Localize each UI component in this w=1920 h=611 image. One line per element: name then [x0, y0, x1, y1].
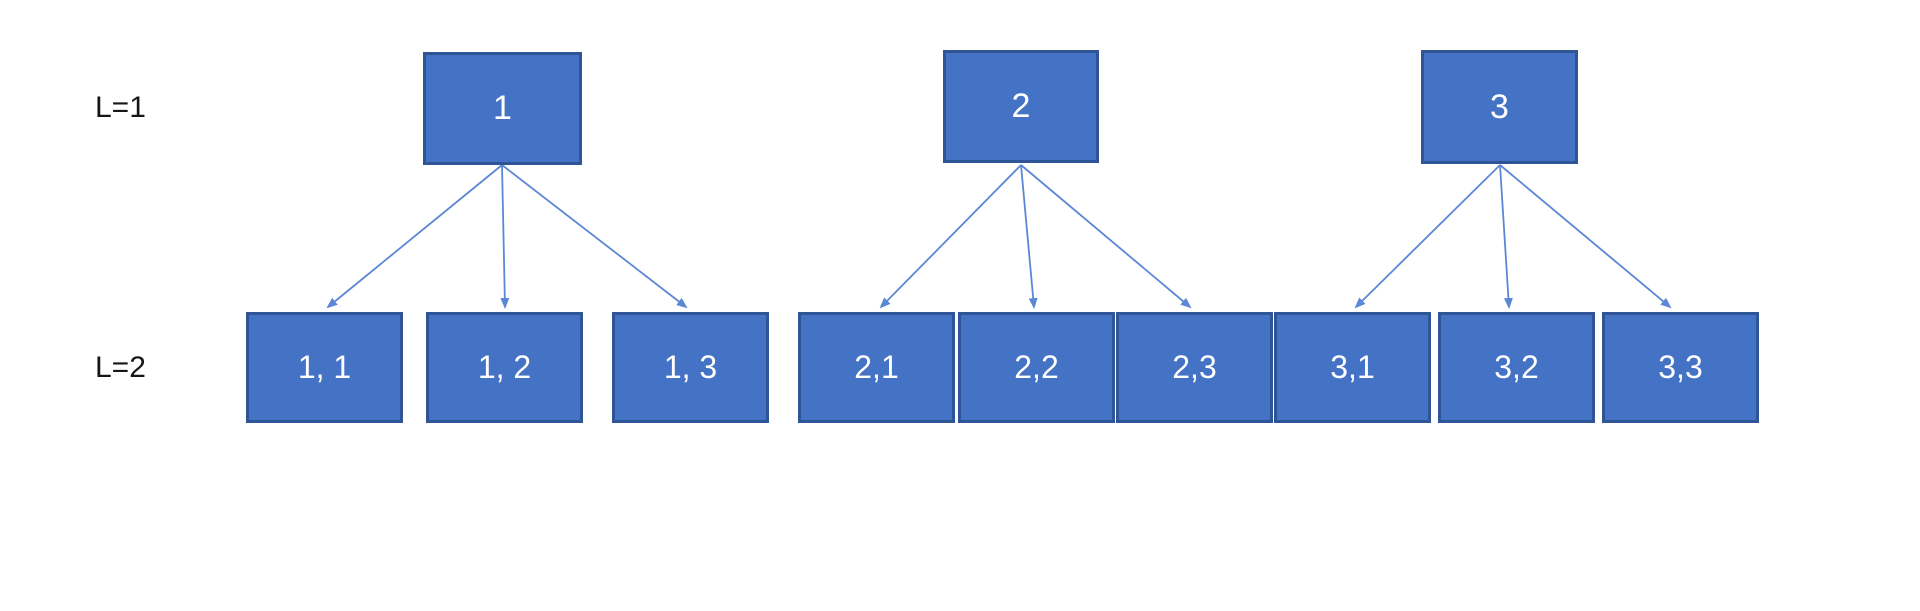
- tree-node-1-3: 1, 3: [612, 312, 769, 423]
- edge-3-to-3-3: [1499, 164, 1672, 309]
- tree-node-2-2: 2,2: [958, 312, 1115, 423]
- tree-node-1-2: 1, 2: [426, 312, 583, 423]
- tree-node-2-3: 2,3: [1116, 312, 1273, 423]
- edge-1-to-1-2: [500, 164, 510, 309]
- tree-node-3-3: 3,3: [1602, 312, 1759, 423]
- tree-node-3-1: 3,1: [1274, 312, 1431, 423]
- edge-1-to-1-1: [326, 164, 503, 309]
- tree-node-2: 2: [943, 50, 1099, 163]
- tree-node-2-1: 2,1: [798, 312, 955, 423]
- edge-2-to-2-1: [879, 164, 1022, 309]
- edge-2-to-2-3: [1020, 164, 1192, 309]
- tree-node-3-2: 3,2: [1438, 312, 1595, 423]
- tree-node-3: 3: [1421, 50, 1578, 164]
- tree-node-1-1: 1, 1: [246, 312, 403, 423]
- edge-2-to-2-2: [1020, 164, 1038, 309]
- edge-1-to-1-3: [501, 164, 688, 309]
- row-label-l1: L=1: [95, 91, 146, 124]
- edge-3-to-3-1: [1354, 164, 1501, 309]
- tree-node-1: 1: [423, 52, 582, 165]
- edge-3-to-3-2: [1499, 164, 1513, 309]
- row-label-l2: L=2: [95, 351, 146, 384]
